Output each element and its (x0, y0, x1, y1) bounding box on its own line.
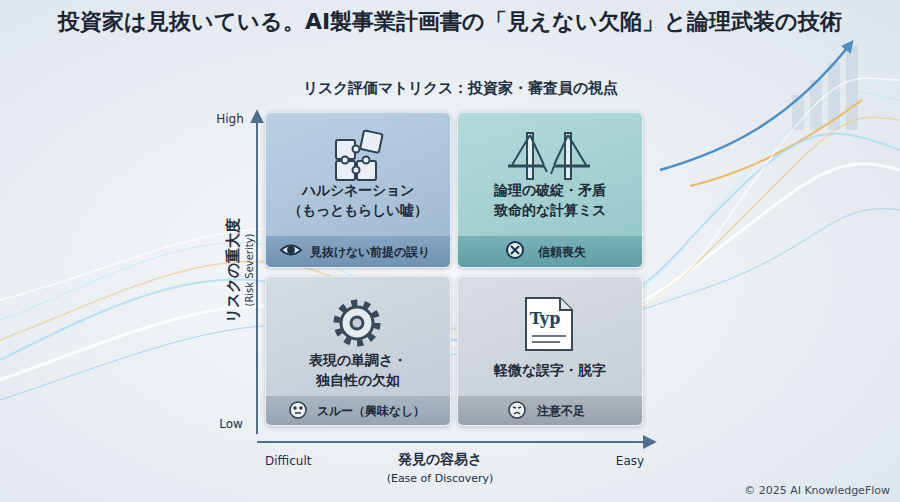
impact-band: 信頼喪失 (458, 236, 642, 268)
diagram-title: 投資家は見抜いている。AI製事業計画書の「見えない欠陥」と論理武装の技術 (58, 7, 842, 37)
risk-label: 論理の破綻・矛盾 致命的な計算ミス (475, 181, 625, 220)
broken-bridge-icon (544, 166, 554, 174)
matrix-subtitle: リスク評価マトリクス：投資家・審査員の視点 (303, 79, 618, 98)
axis-tick: High (216, 112, 244, 126)
impact-band: スルー（興味なし） (266, 396, 450, 426)
face-icon (300, 407, 302, 409)
axis-arrow (257, 112, 654, 442)
cross-circle-icon (507, 242, 523, 258)
bar-chart-decoration (792, 95, 804, 130)
trend-arrow (660, 42, 852, 170)
icon-text: Typ (530, 309, 561, 328)
risk-label: ハルシネーション （もっともらしい嘘） (288, 181, 428, 220)
broken-bridge-icon (565, 133, 571, 179)
puzzle-icon (360, 130, 383, 153)
puzzle-icon (357, 161, 376, 180)
broken-bridge-icon (508, 133, 590, 179)
axis-tick: Low (219, 417, 243, 431)
band-text: 注意不足 (537, 403, 585, 420)
puzzle-icon (336, 161, 355, 180)
cross-circle-icon (507, 242, 523, 258)
band-text: 見抜けない前提の誤り (310, 244, 430, 261)
face-icon (290, 402, 306, 418)
puzzle-icon (353, 146, 360, 153)
gear-icon (337, 303, 377, 343)
eye-icon (281, 246, 301, 255)
risk-label: 表現の単調さ・ 独自性の欠如 (302, 351, 414, 390)
puzzle-icon (363, 157, 370, 164)
puzzle-icon (353, 167, 360, 174)
bar-chart-decoration (810, 80, 822, 130)
face-icon (290, 402, 306, 418)
bar-chart-decoration (846, 45, 858, 130)
puzzle-icon (336, 140, 355, 159)
band-text: スルー（興味なし） (317, 403, 425, 420)
face-icon (513, 407, 521, 408)
bar-chart-decoration (828, 62, 840, 130)
risk-quadrant: ハルシネーション （もっともらしい嘘） 見抜けない前提の誤り (265, 112, 451, 268)
axis-arrow (257, 441, 654, 443)
axis-title: 発見の容易さ (398, 451, 482, 469)
document-icon (560, 298, 572, 310)
face-icon (514, 413, 520, 415)
axis-title: リスクの重大度 (224, 218, 243, 323)
axis-subtitle: (Ease of Discovery) (387, 472, 494, 485)
broken-bridge-icon (527, 133, 533, 179)
impact-band: 見抜けない前提の誤り (266, 236, 450, 268)
cross-circle-icon (511, 246, 519, 254)
document-icon (526, 298, 572, 350)
axis-arrow (256, 112, 258, 434)
risk-label: 軽微な誤字・脱字 (475, 361, 625, 381)
risk-quadrant: 軽微な誤字・脱字注意不足 (457, 276, 643, 426)
risk-quadrant: 表現の単調さ・ 独自性の欠如スルー（興味なし） (265, 276, 451, 426)
puzzle-icon (336, 130, 383, 180)
broken-bridge-icon (512, 135, 586, 165)
gear-icon (351, 317, 363, 329)
gear-icon (341, 307, 373, 339)
eye-icon (288, 247, 294, 253)
impact-band: 注意不足 (458, 396, 642, 426)
bar-chart-decoration (792, 45, 858, 130)
trend-arrow (690, 100, 862, 186)
trend-arrow (660, 42, 862, 186)
broken-bridge-icon (508, 165, 590, 168)
axis-tick: Difficult (265, 454, 311, 468)
document-icon (532, 336, 566, 342)
document-icon (526, 298, 572, 350)
risk-quadrant: 論理の破綻・矛盾 致命的な計算ミス信頼喪失 (457, 112, 643, 268)
eye-icon (281, 246, 301, 255)
gear-icon (337, 303, 377, 343)
face-icon (509, 402, 525, 418)
band-text: 信頼喪失 (538, 244, 586, 261)
face-icon (295, 412, 301, 414)
axis-subtitle: (Risk Severity) (244, 233, 255, 306)
face-icon (294, 407, 296, 409)
axis-tick: Easy (616, 454, 644, 468)
puzzle-icon (342, 157, 349, 164)
face-icon (509, 402, 525, 418)
copyright-note: © 2025 AI KnowledgeFlow (744, 484, 890, 497)
